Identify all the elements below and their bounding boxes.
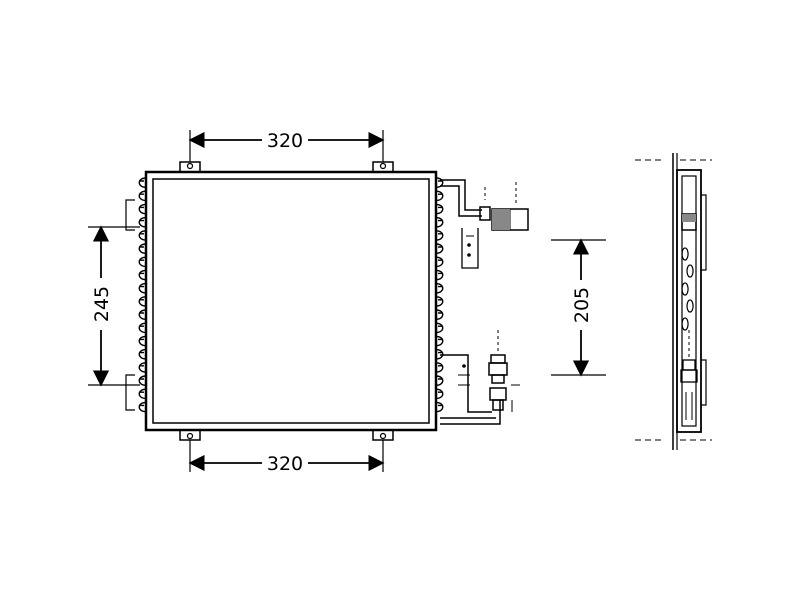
pipe-fitting-upper — [490, 354, 506, 364]
condenser-front-view — [125, 161, 529, 441]
side-core-body — [676, 169, 702, 433]
mounting-tab-top-left — [179, 161, 201, 172]
dimension-bottom-width: 320 — [188, 440, 385, 475]
dimension-right-height: 205 — [551, 238, 606, 377]
dimension-label-left: 245 — [91, 286, 113, 322]
side-fitting — [682, 359, 696, 371]
dimension-label-top: 320 — [267, 130, 303, 152]
core-inner-frame — [152, 178, 430, 424]
condenser-side-view — [635, 153, 712, 450]
mounting-tab-bottom-right — [372, 430, 394, 441]
dimension-label-bottom: 320 — [267, 453, 303, 475]
dryer-bracket — [461, 228, 479, 269]
dimension-top-width: 320 — [188, 130, 385, 162]
outlet-pipe-fittings — [440, 330, 520, 425]
mounting-tab-bottom-left — [179, 430, 201, 441]
dimension-left-height: 245 — [88, 225, 140, 387]
pipe-fitting-lower — [489, 387, 507, 401]
left-header-tank — [125, 176, 147, 426]
core-outer-frame — [144, 170, 438, 432]
dimension-label-right: 205 — [571, 287, 593, 323]
pipe-fitting-top — [479, 206, 491, 221]
mounting-tab-top-right — [372, 161, 394, 172]
inlet-pipe-and-dryer — [440, 179, 529, 269]
right-header-tank — [435, 176, 444, 426]
